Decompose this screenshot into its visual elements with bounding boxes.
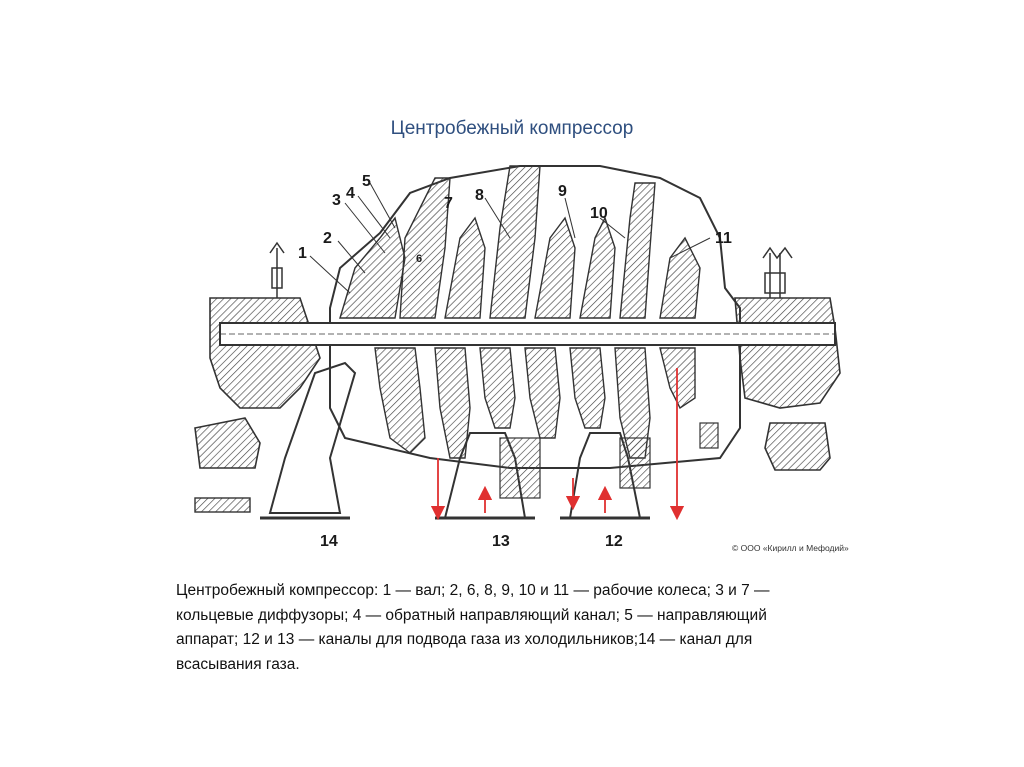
callout-2: 2 [323, 230, 332, 247]
left-foot-base [194, 497, 251, 513]
right-support-pin [699, 422, 719, 449]
callout-4: 4 [346, 185, 355, 202]
caption-line-4: всасывания газа. [176, 655, 300, 673]
stage-lower-4 [524, 347, 561, 439]
callout-7: 7 [444, 195, 453, 212]
callout-3: 3 [332, 192, 341, 209]
right-fitting [762, 246, 793, 298]
inlet-channel-14 [268, 361, 357, 514]
flow-arrows [430, 368, 685, 521]
caption-line-2: кольцевые диффузоры; 4 — обратный направ… [176, 606, 767, 624]
stage-upper-1 [339, 216, 406, 319]
stage-lower-3 [479, 347, 516, 429]
callout-8: 8 [475, 187, 484, 204]
callout-12: 12 [605, 533, 623, 550]
stage-upper-7 [619, 182, 656, 319]
leader-lines [309, 182, 711, 294]
caption-line-3: аппарат; 12 и 13 — каналы для подвода га… [176, 631, 753, 648]
lower-column-1 [499, 437, 541, 499]
callout-6: 6 [416, 253, 422, 265]
slide-title: Центробежный компрессор [390, 118, 634, 139]
left-fitting [269, 241, 285, 298]
callout-1: 1 [298, 245, 307, 262]
lower-column-2 [619, 437, 651, 489]
callout-9: 9 [558, 183, 567, 200]
stage-upper-4 [489, 165, 541, 319]
callout-11: 11 [715, 230, 732, 247]
callout-14: 14 [320, 533, 338, 550]
compressor-diagram: 1 2 3 4 5 6 7 8 9 10 11 12 13 14 [180, 158, 860, 558]
callout-13: 13 [492, 533, 510, 550]
left-bearing-housing [209, 297, 321, 409]
casing-outline [329, 165, 741, 469]
right-bearing-housing [734, 297, 841, 409]
left-foot [194, 417, 261, 469]
callout-10: 10 [590, 205, 608, 222]
stage-upper-5 [534, 216, 576, 319]
image-credit: © ООО «Кирилл и Мефодий» [732, 543, 849, 553]
stage-upper-2 [399, 177, 451, 319]
caption-line-1: Центробежный компрессор: 1 — вал; 2, 6, … [176, 582, 770, 599]
stage-upper-3 [444, 216, 486, 319]
stage-upper-8 [659, 236, 701, 319]
right-foot [764, 422, 831, 471]
stage-upper-6 [579, 216, 616, 319]
figure-caption: Центробежный компрессор: 1 — вал; 2, 6, … [176, 579, 856, 677]
callout-5: 5 [362, 173, 371, 190]
stage-lower-5 [569, 347, 606, 429]
stage-lower-1 [374, 347, 426, 454]
stage-lower-2 [434, 347, 471, 459]
